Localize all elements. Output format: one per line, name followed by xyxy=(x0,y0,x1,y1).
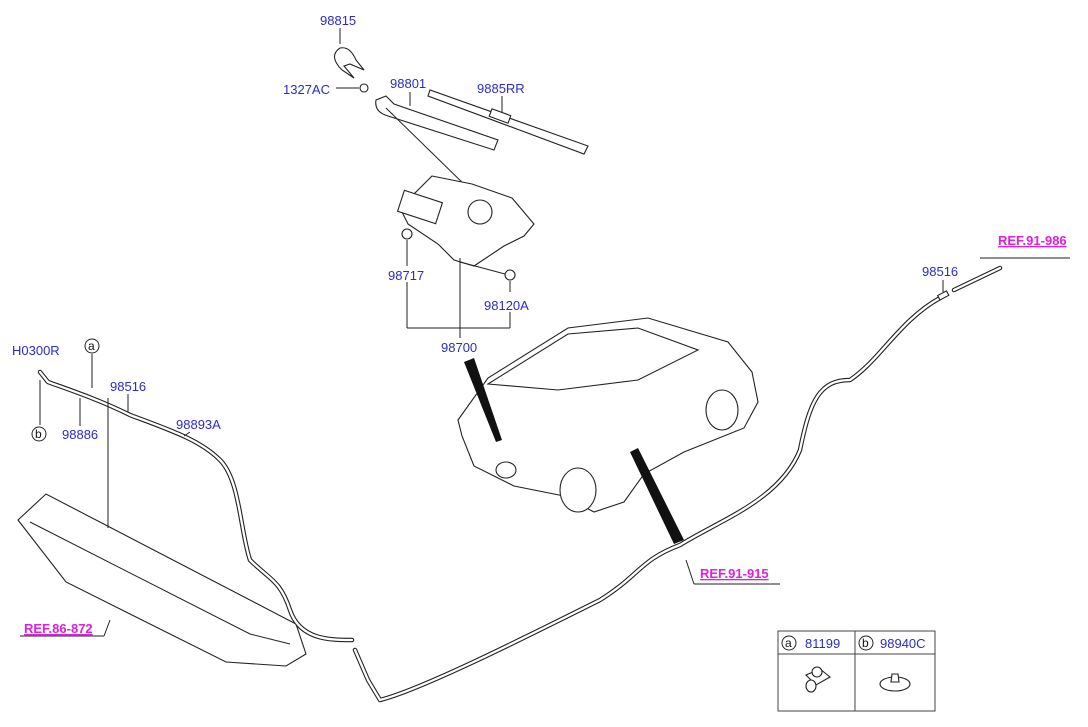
wiper-cap-98815[interactable] xyxy=(333,47,365,79)
vehicle-illustration xyxy=(457,317,759,513)
washer-hose-right[interactable] xyxy=(352,295,943,703)
label-98893A[interactable]: 98893A xyxy=(176,417,221,432)
grommet-98940C-icon xyxy=(879,673,911,692)
leader-rear-glass xyxy=(464,358,502,442)
label-98801[interactable]: 98801 xyxy=(390,76,426,91)
legend-table: a 81199 b 98940C xyxy=(777,630,936,712)
label-98886[interactable]: 98886 xyxy=(62,427,98,442)
label-1327AC[interactable]: 1327AC xyxy=(283,82,330,97)
wiper-motor-98700[interactable] xyxy=(396,175,535,267)
connector-98516-right[interactable] xyxy=(936,290,950,301)
callout-a xyxy=(84,338,100,354)
label-98516-left[interactable]: 98516 xyxy=(110,379,146,394)
ref-91-915[interactable]: REF.91-915 xyxy=(700,566,769,581)
ref-86-872[interactable]: REF.86-872 xyxy=(24,621,93,636)
label-98717[interactable]: 98717 xyxy=(388,268,424,283)
callout-b xyxy=(31,426,47,442)
grommet-98717[interactable] xyxy=(401,228,413,240)
label-98120A[interactable]: 98120A xyxy=(484,298,529,313)
label-98516-right[interactable]: 98516 xyxy=(922,264,958,279)
callout-a-letter: a xyxy=(88,339,95,353)
label-H0300R[interactable]: H0300R xyxy=(12,343,60,358)
legend-part-81199[interactable]: 81199 xyxy=(805,636,840,651)
wiper-arm-98801[interactable] xyxy=(375,95,499,151)
wiper-blade-9885RR[interactable] xyxy=(427,89,589,155)
legend-part-98940C[interactable]: 98940C xyxy=(880,636,926,651)
legend-key-a: a xyxy=(785,636,792,650)
label-98700[interactable]: 98700 xyxy=(441,340,477,355)
clip-81199-icon xyxy=(805,666,831,693)
rear-spoiler[interactable] xyxy=(17,493,307,667)
callout-b-letter: b xyxy=(35,427,42,441)
nut-1327AC[interactable] xyxy=(359,83,369,93)
label-98815[interactable]: 98815 xyxy=(320,13,356,28)
bolt-98120A[interactable] xyxy=(504,269,516,281)
leader-body-panel xyxy=(630,448,684,544)
washer-hose-left[interactable] xyxy=(37,369,355,643)
ref-91-986[interactable]: REF.91-986 xyxy=(998,233,1067,248)
label-9885RR[interactable]: 9885RR xyxy=(477,81,525,96)
legend-key-b: b xyxy=(862,636,869,650)
